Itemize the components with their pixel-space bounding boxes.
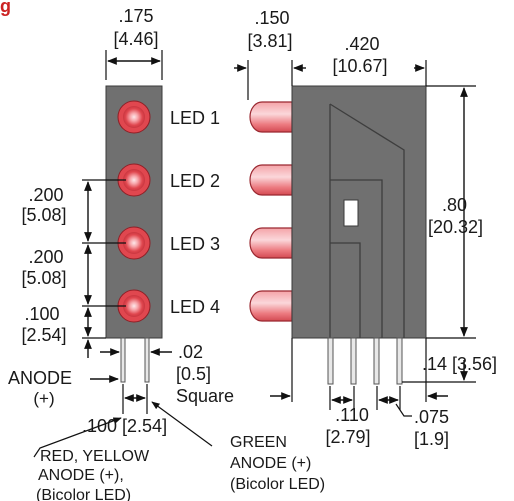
callout-right-2: ANODE (+) <box>230 455 311 472</box>
pitch1-mm: [5.08] <box>21 205 66 225</box>
protrusion-mm: [3.81] <box>247 31 292 51</box>
led-4-label: LED 4 <box>170 297 220 317</box>
lead-1 <box>327 337 334 385</box>
bottom-mm: [2.54] <box>21 325 66 345</box>
lens-2 <box>249 164 293 196</box>
lens-3 <box>249 227 293 259</box>
lead-pitch2-mm: [1.9] <box>414 429 449 449</box>
led-2 <box>117 163 151 197</box>
callout-left-2: ANODE (+), <box>38 467 124 484</box>
front-view <box>105 85 163 383</box>
depth-in: .420 <box>344 34 379 54</box>
led-1 <box>117 100 151 134</box>
front-width-in: .175 <box>118 6 153 26</box>
pin-right <box>144 337 150 383</box>
pitch2-in: .200 <box>28 247 63 267</box>
led-3-label: LED 3 <box>170 234 220 254</box>
pin-shape: Square <box>176 386 234 406</box>
pin-left <box>120 337 126 383</box>
pitch1-in: .200 <box>28 185 63 205</box>
led-4 <box>117 289 151 323</box>
lead-pitch2-in: .075 <box>414 407 449 427</box>
callout-right-3: (Bicolor LED) <box>230 476 325 493</box>
height-mm: [20.32] <box>428 217 483 237</box>
pitch2-mm: [5.08] <box>21 268 66 288</box>
depth-mm: [10.67] <box>332 56 387 76</box>
lead-pitch1-in: .110 <box>335 405 369 425</box>
bottom-in: .100 <box>24 304 59 324</box>
lead-2 <box>350 337 357 385</box>
side-window <box>343 199 359 227</box>
height-in: .80 <box>442 195 467 215</box>
side-view <box>249 85 427 385</box>
callout-right-1: GREEN <box>230 434 287 451</box>
standoff: .14 [3.56] <box>422 354 497 374</box>
led-1-label: LED 1 <box>170 108 220 128</box>
callout-left-1: RED, YELLOW <box>40 448 150 465</box>
side-housing <box>291 85 427 339</box>
lead-4 <box>396 337 403 385</box>
lead-3 <box>373 337 380 385</box>
protrusion-in: .150 <box>254 8 289 28</box>
pin-size-in: .02 <box>178 342 203 362</box>
front-width-mm: [4.46] <box>113 29 158 49</box>
pin-size-mm: [0.5] <box>176 364 211 384</box>
pin-spacing: .100 [2.54] <box>82 416 167 436</box>
anode-label: ANODE <box>8 368 72 388</box>
lens-4 <box>249 290 293 322</box>
lens-1 <box>249 101 293 133</box>
header-title: g <box>0 0 11 16</box>
anode-sign: (+) <box>33 389 54 408</box>
callout-left-3: (Bicolor LED) <box>36 487 131 501</box>
lead-pitch1-mm: [2.79] <box>325 427 370 447</box>
led-2-label: LED 2 <box>170 171 220 191</box>
